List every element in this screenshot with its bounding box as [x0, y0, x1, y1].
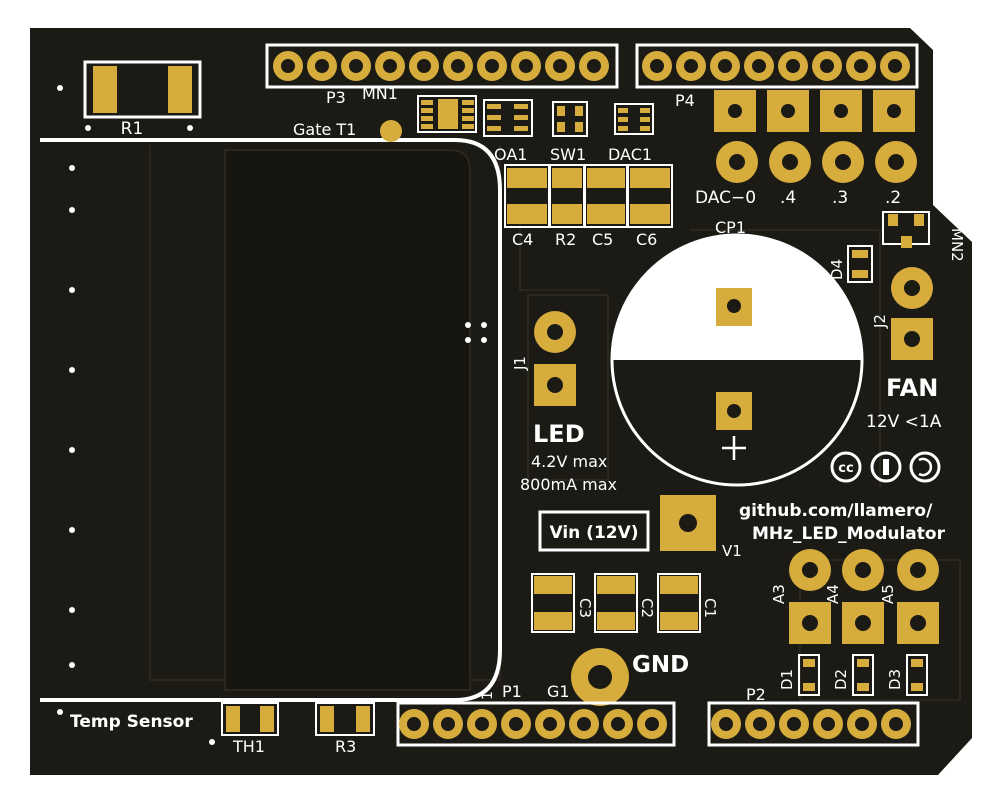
led-voltage-label: 4.2V max [531, 452, 607, 471]
dac0-label: DAC−0 [695, 188, 756, 208]
p1-pin1-label: 1 [480, 691, 496, 700]
mn2-label: MN2 [948, 228, 966, 262]
p4-label: P4 [675, 91, 695, 110]
p4-header: P4 [635, 43, 919, 110]
cc-logo-text: cc [838, 461, 853, 476]
temp-sensor-label: Temp Sensor [70, 712, 193, 732]
repo-url-line1: github.com/llamero/ [739, 501, 933, 521]
g1-label: G1 [547, 682, 570, 701]
d2-label: D2 [832, 669, 850, 690]
r3-label: R3 [335, 737, 356, 756]
mn1-chip [417, 95, 477, 133]
d4-diode: D4 [828, 245, 873, 283]
p1-header: 1 P1 G1 [396, 682, 676, 747]
j2-connector: J2 [871, 267, 933, 360]
dac-connector: DAC−0 .4 .3 .2 [695, 90, 917, 208]
gnd-label: GND [632, 652, 689, 678]
vin-label-box: Vin (12V) [538, 510, 650, 552]
p3-header: P3 MN1 [265, 43, 619, 107]
p2-header: P2 [707, 685, 920, 747]
d4-label: D4 [828, 259, 846, 280]
r2-label: R2 [555, 230, 576, 249]
th1-thermistor: TH1 [221, 702, 279, 756]
fan-rating-label: 12V <1A [866, 412, 942, 432]
c3-c2-c1-group: C3 C2 C1 [531, 573, 719, 633]
c3-label: C3 [576, 598, 594, 618]
vin-label: Vin (12V) [549, 523, 638, 543]
dac1-chip: DAC1 [608, 103, 654, 164]
c2-label: C2 [638, 598, 656, 618]
oa1-chip: OA1 [483, 99, 533, 164]
led-current-label: 800mA max [520, 475, 617, 494]
sw1-label: SW1 [550, 145, 586, 164]
v1-label: V1 [722, 542, 742, 560]
j1-label: J1 [511, 356, 529, 371]
dac-dot2-label: .2 [885, 188, 901, 208]
c6-label: C6 [636, 230, 657, 249]
r3-resistor: R3 [315, 702, 375, 756]
mn1-label: MN1 [362, 84, 398, 103]
oa1-label: OA1 [494, 145, 527, 164]
th1-label: TH1 [232, 737, 265, 756]
gate-t1-label: Gate T1 [293, 120, 356, 139]
r1-label: R1 [121, 119, 144, 139]
gnd-pad: GND [571, 648, 689, 706]
c1-label: C1 [701, 598, 719, 618]
d3-label: D3 [886, 669, 904, 690]
j1-connector: J1 [511, 311, 576, 406]
j2-label: J2 [871, 314, 889, 329]
temp-sensor-outline [40, 138, 502, 702]
gate-t1-pad [380, 120, 402, 142]
analog-connectors: A3 A4 A5 [770, 549, 939, 644]
d1-d2-d3-diodes: D1 D2 D3 [778, 654, 928, 696]
mn2-chip: MN2 [882, 211, 966, 262]
fan-label: FAN [886, 374, 938, 402]
cp1-label: CP1 [715, 218, 746, 237]
dac-dot3-label: .3 [832, 188, 848, 208]
r1-resistor: R1 [83, 60, 202, 139]
p3-label: P3 [326, 88, 346, 107]
p2-label: P2 [746, 685, 766, 704]
c5-label: C5 [592, 230, 613, 249]
led-label: LED [533, 420, 585, 448]
d1-label: D1 [778, 669, 796, 690]
a3-label: A3 [770, 584, 788, 604]
cp1-capacitor: CP1 [610, 218, 864, 487]
sw1-switch: SW1 [550, 101, 588, 164]
c4-label: C4 [512, 230, 533, 249]
c4-r2-c5-c6-group: C4 R2 C5 C6 [504, 164, 673, 249]
repo-url-line2: MHz_LED_Modulator [752, 524, 946, 544]
temp-sensor-dots [57, 85, 487, 745]
dac1-label: DAC1 [608, 145, 652, 164]
cc-license-logo: cc [830, 451, 941, 483]
p1-label: P1 [502, 682, 522, 701]
a4-label: A4 [824, 584, 842, 604]
a5-label: A5 [879, 584, 897, 604]
v1-connector: V1 [660, 495, 742, 560]
dac-dot4-label: .4 [780, 188, 796, 208]
